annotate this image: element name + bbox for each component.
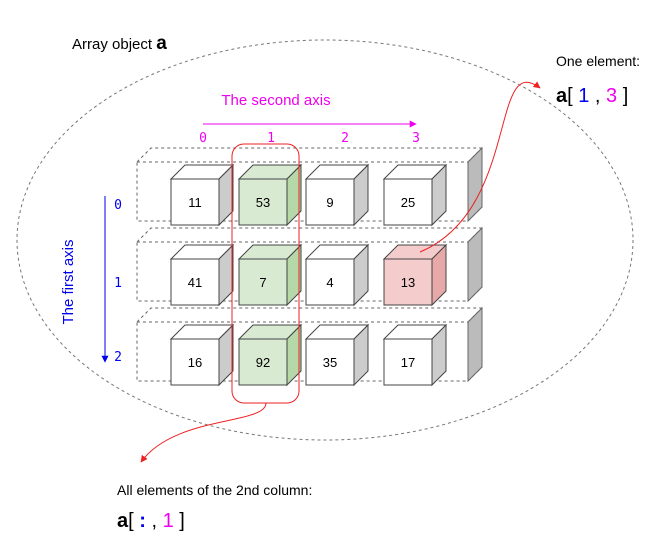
element-pointer-arrow	[419, 81, 541, 253]
array-rows: 11 53 9 25 41 7 4 13 16 92 35 17	[136, 146, 483, 387]
row-slab-end	[467, 226, 483, 303]
cell-value: 92	[256, 355, 270, 370]
second-axis-label: The second axis	[221, 92, 330, 109]
column-var: a	[117, 510, 129, 532]
column-idx1: 1	[163, 510, 174, 532]
array-row: 11 53 9 25	[136, 146, 483, 227]
array-cell: 11	[169, 163, 235, 227]
cell-front-face	[383, 178, 433, 226]
cell-front-face	[238, 338, 288, 386]
cell-front-face	[238, 178, 288, 226]
row-index-label: 2	[114, 350, 122, 365]
array-cell: 9	[304, 163, 370, 227]
cell-value: 17	[401, 355, 415, 370]
array-cell: 13	[382, 243, 448, 307]
column-index-label: 1	[267, 131, 275, 146]
one-element-caption: One element:	[556, 53, 640, 69]
array-cell: 53	[237, 163, 303, 227]
cell-value: 35	[323, 355, 337, 370]
cell-value: 53	[256, 195, 270, 210]
array-object-boundary	[16, 39, 634, 441]
cell-value: 41	[188, 275, 202, 290]
array-title: Array object a	[72, 33, 167, 54]
cell-value: 7	[259, 275, 266, 290]
array-title-prefix: Array object	[72, 36, 156, 53]
one-element-idx0: 1	[578, 85, 589, 107]
column-index-label: 0	[199, 131, 207, 146]
first-axis-label: The first axis	[60, 239, 77, 324]
cell-front-face	[305, 178, 355, 226]
cell-value: 13	[401, 275, 415, 290]
array-title-var: a	[156, 33, 167, 54]
array-cell: 17	[382, 323, 448, 387]
column-index-label: 3	[412, 131, 420, 146]
row-indices: 0 1 2	[114, 198, 122, 365]
cell-front-face	[170, 258, 220, 306]
cell-front-face	[170, 178, 220, 226]
row-index-label: 0	[114, 198, 122, 213]
column-pointer-arrow	[140, 402, 267, 463]
array-row: 41 7 4 13	[136, 226, 483, 307]
cell-front-face	[305, 258, 355, 306]
cell-value: 11	[188, 195, 202, 210]
cell-front-face	[383, 338, 433, 386]
column-idx0: :	[139, 510, 146, 532]
array-cell: 25	[382, 163, 448, 227]
array-cell: 16	[169, 323, 235, 387]
array-cell: 41	[169, 243, 235, 307]
cell-value: 25	[401, 195, 415, 210]
column-highlight-box	[231, 143, 300, 404]
array-row: 16 92 35 17	[136, 306, 483, 387]
array-cell: 92	[237, 323, 303, 387]
cell-front-face	[305, 338, 355, 386]
one-element-var: a	[556, 85, 568, 107]
cell-value: 9	[326, 195, 333, 210]
cell-front-face	[383, 258, 433, 306]
one-element-expression: a[ 1 , 3 ]	[556, 85, 628, 107]
cell-value: 16	[188, 355, 202, 370]
column-expression: a[ : , 1 ]	[117, 510, 185, 532]
array-cell: 7	[237, 243, 303, 307]
cell-front-face	[170, 338, 220, 386]
array-cell: 4	[304, 243, 370, 307]
column-indices: 0 1 2 3	[199, 131, 420, 146]
column-index-label: 2	[341, 131, 349, 146]
cell-front-face	[238, 258, 288, 306]
row-slab-end	[467, 146, 483, 223]
array-cell: 35	[304, 323, 370, 387]
one-element-idx1: 3	[606, 85, 617, 107]
row-index-label: 1	[114, 276, 122, 291]
row-slab-end	[467, 306, 483, 383]
cell-value: 4	[326, 275, 333, 290]
column-caption: All elements of the 2nd column:	[117, 482, 312, 498]
